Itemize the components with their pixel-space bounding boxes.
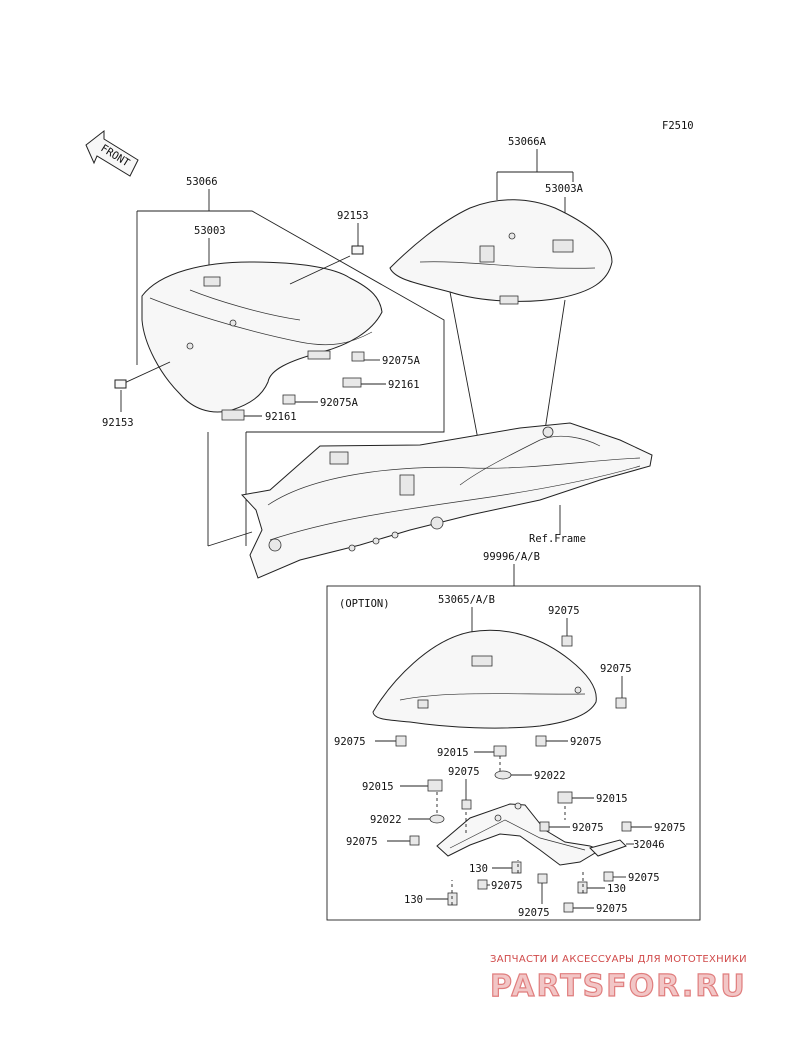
label-option-kit: 99996/A/B	[483, 551, 540, 563]
nut-left-icon	[427, 779, 443, 792]
label-opt-top: 92075	[548, 605, 580, 617]
washer-left-icon	[429, 814, 445, 824]
screw-bottom-right-icon	[563, 902, 574, 913]
label-seat-assy: 53066	[186, 176, 218, 188]
label-bolt-left: 92153	[102, 417, 134, 429]
label-opt-right: 92075	[600, 663, 632, 675]
rear-seat-bracket-line	[496, 149, 574, 200]
damper-lower-icon	[282, 394, 296, 405]
label-opt-center: 92075	[448, 766, 480, 778]
label-opt-bottom-center: 92075	[491, 880, 523, 892]
screw-opt-mid-right-icon	[535, 735, 547, 747]
label-opt-15-left: 92015	[362, 781, 394, 793]
screw-opt-left-icon	[395, 735, 407, 747]
label-ref-frame: Ref.Frame	[529, 533, 586, 545]
screw-center-icon	[461, 799, 472, 810]
clip-left-icon	[221, 409, 245, 421]
label-opt-130-center: 130	[469, 863, 488, 875]
bolt-130-left-icon	[447, 892, 458, 906]
washer-center-icon	[494, 770, 512, 780]
screw-far-right-icon	[621, 821, 632, 832]
watermark-tagline: ЗАПЧАСТИ И АКСЕССУАРЫ ДЛЯ МОТОТЕХНИКИ	[490, 954, 747, 965]
label-opt-lower-left: 92075	[346, 836, 378, 848]
clip-right-icon	[342, 377, 362, 388]
seat-cover	[372, 629, 597, 729]
screw-opt-right-icon	[615, 697, 627, 709]
label-opt-far-right: 92075	[654, 822, 686, 834]
seat-group-bracket-line	[137, 189, 445, 433]
label-damper-upper: 92075A	[382, 355, 421, 367]
bolt-left-icon	[114, 361, 171, 389]
screw-bottom-center-icon	[477, 879, 488, 890]
label-opt-bottom-right: 92075	[596, 903, 628, 915]
screw-lower-right-icon	[603, 871, 614, 882]
label-rear-seat-pad: 53003A	[545, 183, 584, 195]
option-box	[326, 585, 701, 921]
label-opt-32046: 32046	[633, 839, 665, 851]
screw-opt-top-icon	[561, 635, 573, 647]
label-opt-left: 92075	[334, 736, 366, 748]
bolt-130-center-icon	[511, 861, 522, 874]
damper-upper-icon	[351, 351, 365, 362]
label-option: (OPTION)	[339, 598, 390, 610]
nut-right-icon	[557, 791, 573, 804]
label-opt-15-center: 92015	[437, 747, 469, 759]
watermark-brand: PARTSFOR.RU	[490, 969, 747, 1004]
label-seat-pad: 53003	[194, 225, 226, 237]
bolt-upper-icon	[289, 245, 364, 285]
label-opt-bottom-left: 92075	[518, 907, 550, 919]
label-opt-22-center: 92022	[534, 770, 566, 782]
label-bolt-upper: 92153	[337, 210, 369, 222]
stay-32046-icon	[589, 839, 627, 857]
figure-code: F2510	[662, 120, 694, 132]
label-opt-130-right: 130	[607, 883, 626, 895]
label-damper-lower: 92075A	[320, 397, 359, 409]
screw-lower-left-icon	[409, 835, 420, 846]
label-opt-mid-right: 92075	[570, 736, 602, 748]
screw-bracket-icon	[539, 821, 550, 832]
front-arrow-icon: FRONT	[85, 129, 139, 177]
rear-seat	[389, 199, 613, 305]
bolt-130-right-icon	[577, 881, 588, 894]
label-clip-right: 92161	[388, 379, 420, 391]
screw-bottom-left-icon	[537, 873, 548, 884]
seat-frame	[241, 422, 653, 579]
label-opt-22-left: 92022	[370, 814, 402, 826]
nut-center-icon	[493, 745, 507, 757]
seat-bracket	[436, 802, 602, 866]
label-opt-lower-right: 92075	[628, 872, 660, 884]
label-opt-130-left: 130	[404, 894, 423, 906]
label-clip-left: 92161	[265, 411, 297, 423]
label-cover: 53065/A/B	[438, 594, 495, 606]
label-rear-seat-assy: 53066A	[508, 136, 547, 148]
front-seat	[141, 261, 383, 413]
label-opt-15-right: 92015	[596, 793, 628, 805]
label-opt-bracket: 92075	[572, 822, 604, 834]
